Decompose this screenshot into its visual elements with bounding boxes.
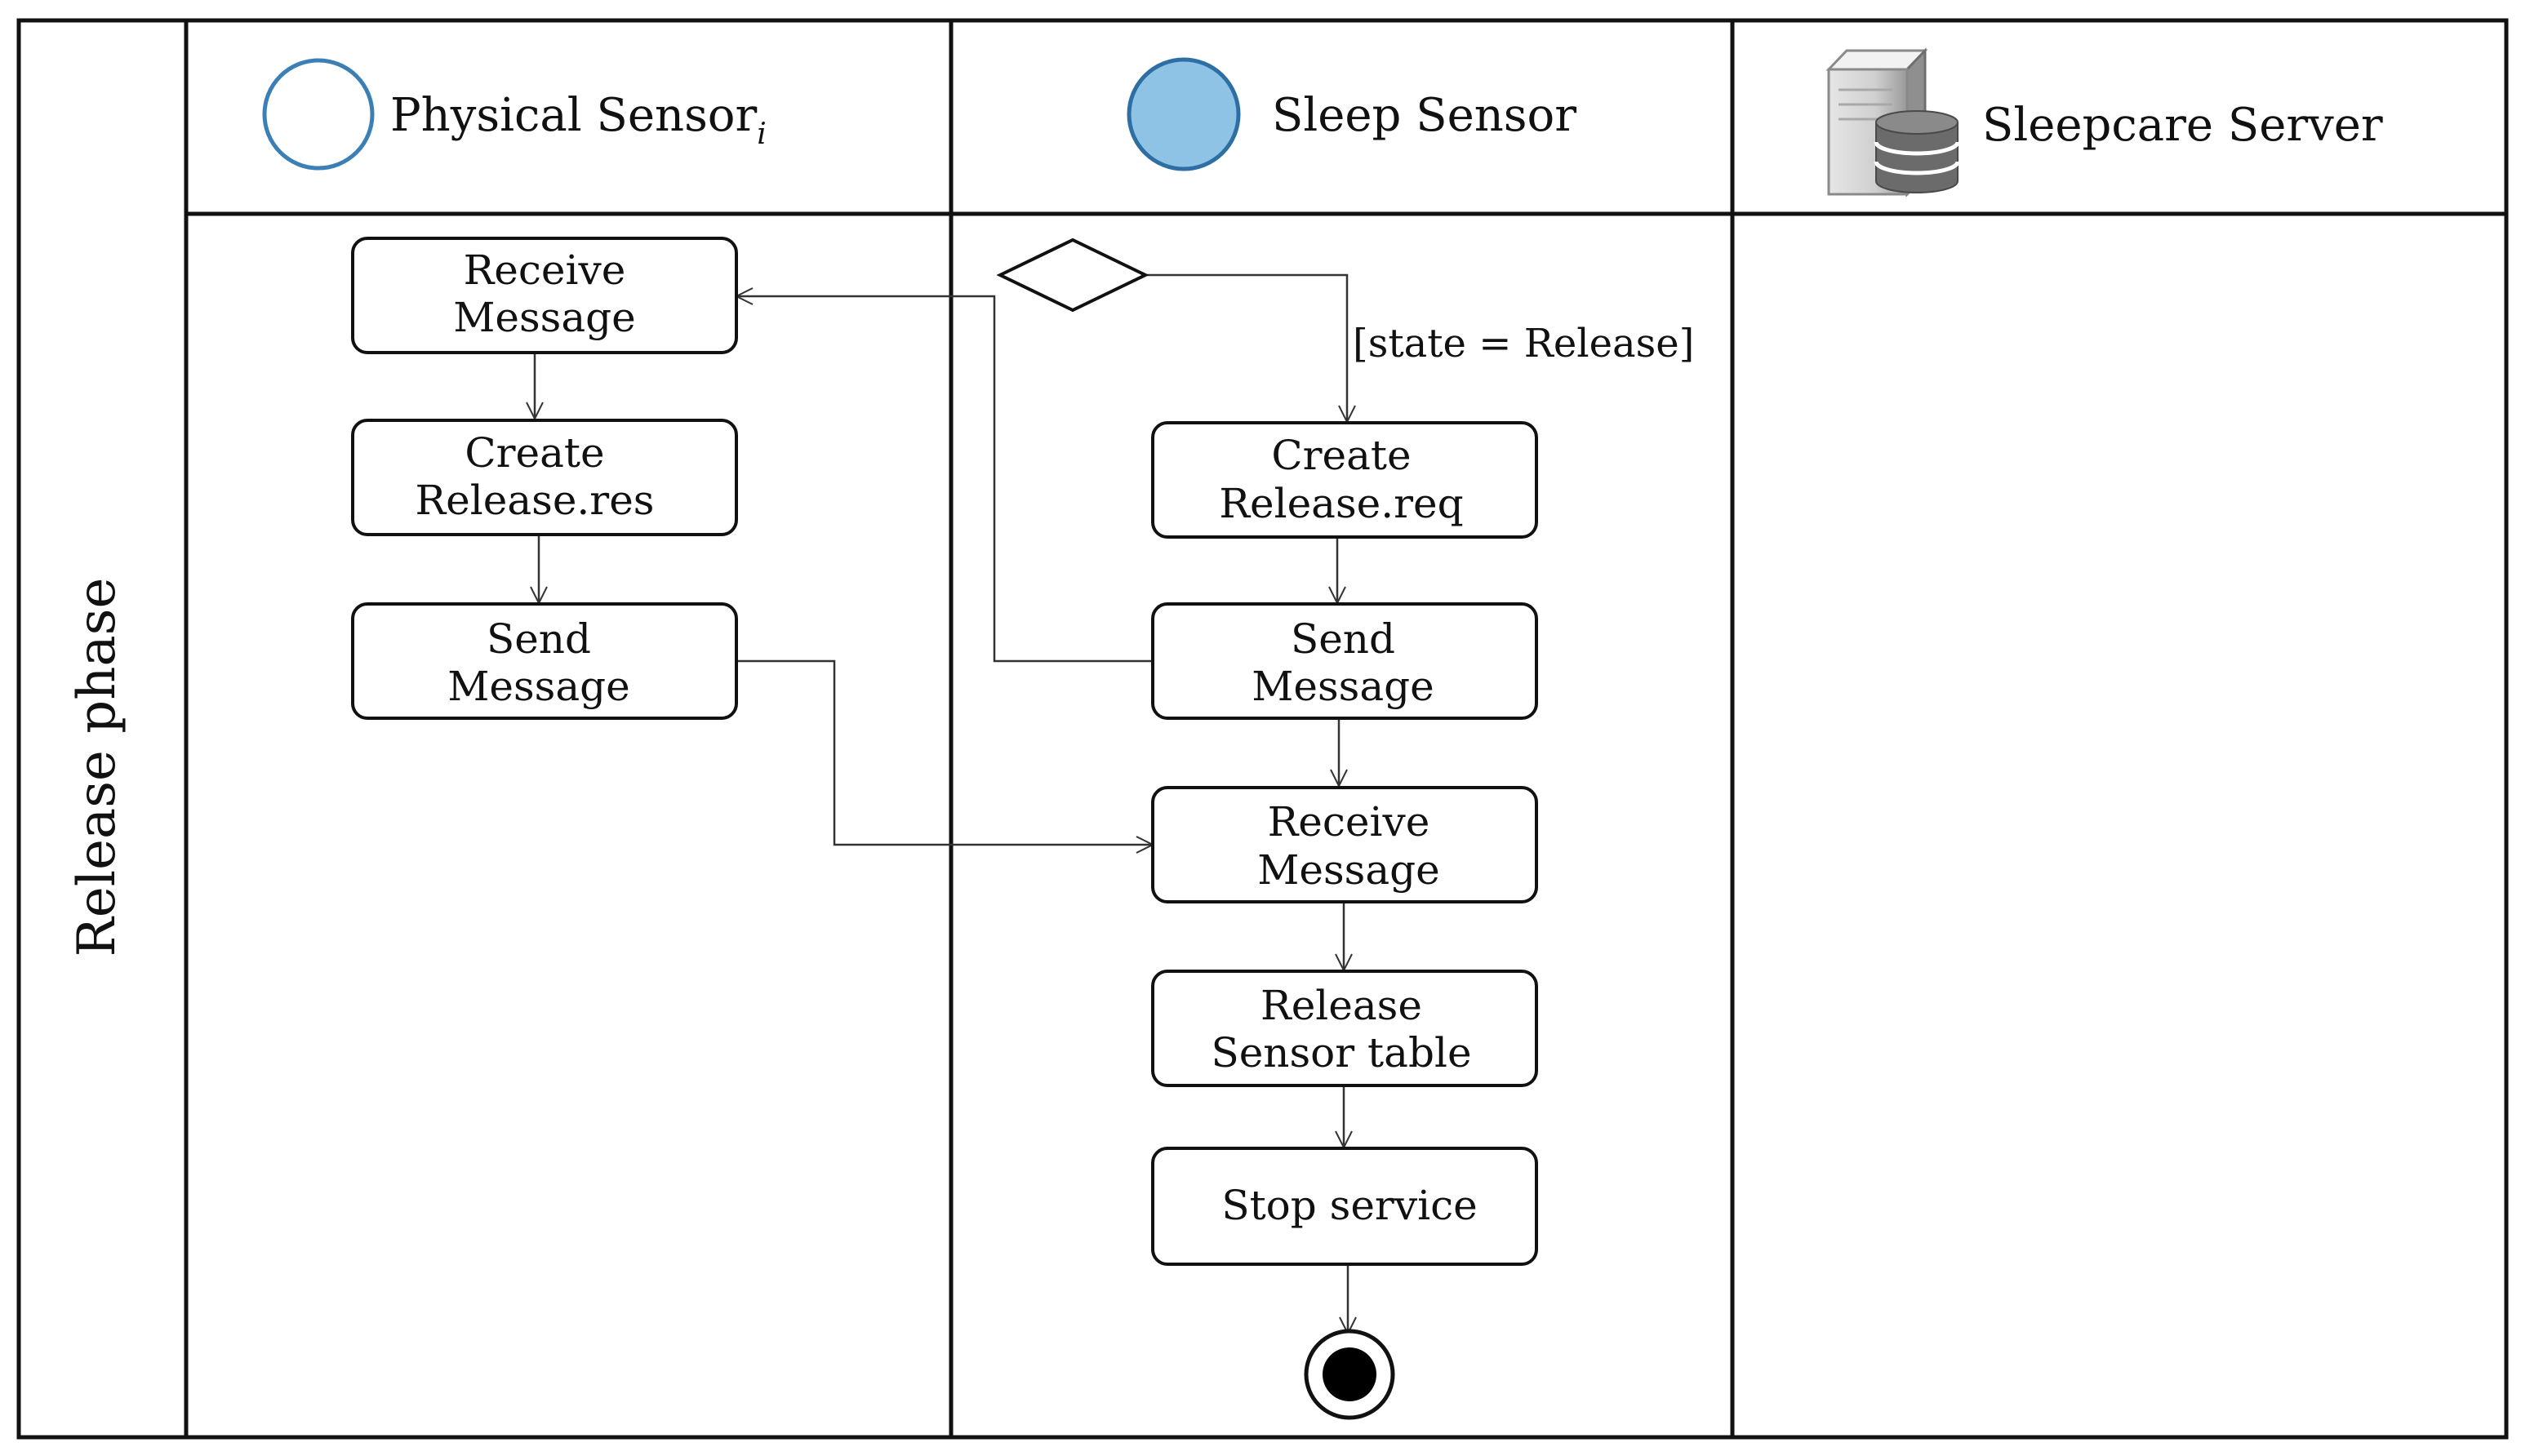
flow-decision-to-create-request [1145,273,1347,422]
action-ss-create-release-req: Create Release.req [1151,421,1538,539]
action-ss-stop-line1: Stop service [1221,1182,1477,1229]
action-ps-send-message: Send Message [351,602,738,720]
action-ps-receive-message: Receive Message [351,237,738,354]
final-node-icon [1304,1329,1395,1420]
lane-title-physical-sensor: Physical Sensori [390,89,767,151]
action-ss-send-message: Send Message [1151,602,1538,720]
action-ss-stop-service: Stop service [1151,1147,1538,1266]
flow-send-response-to-receive [736,659,1153,845]
action-ss-create-line2: Release.req [1219,480,1463,527]
action-ps-send-line2: Message [447,663,630,710]
flow-send-request-to-receive [736,296,1153,663]
filled-circle-icon [1127,57,1241,171]
action-ss-release-line2: Sensor table [1211,1029,1471,1076]
action-ss-receive-message: Receive Message [1151,786,1538,903]
lane-title-sleepcare-server: Sleepcare Server [1982,99,2383,152]
action-ps-create-release-res: Create Release.res [351,419,738,536]
action-ps-receive-line1: Receive [464,246,626,294]
lane-header-physical-sensor: Physical Sensori [262,58,767,171]
action-ss-receive-line1: Receive [1268,798,1430,846]
swimlane-frame [16,18,2509,1440]
action-ss-release-sensor-table: Release Sensor table [1151,970,1538,1087]
phase-label: Release phase [67,578,127,957]
lane-title-sleep-sensor: Sleep Sensor [1272,89,1576,142]
server-database-icon [1825,47,1960,198]
action-ps-receive-line2: Message [453,294,636,341]
action-ss-receive-line2: Message [1257,846,1440,894]
hollow-circle-icon [262,58,375,171]
flow-connectors [535,273,1348,1334]
action-ps-create-line1: Create [465,429,604,477]
action-ps-create-line2: Release.res [416,477,655,524]
decision-diamond-icon [996,237,1149,313]
lane-header-sleepcare-server: Sleepcare Server [1825,47,2383,198]
guard-state-release: [state = Release] [1353,321,1694,366]
frame-outer-border [16,18,2509,1440]
lane-header-sleep-sensor: Sleep Sensor [1127,57,1576,171]
action-ss-release-line1: Release [1260,982,1422,1029]
lane-title-physical-sensor-text: Physical Sensor [390,89,758,142]
lane-title-physical-sensor-subscript: i [757,118,767,151]
action-ps-send-line1: Send [487,615,591,663]
action-ss-create-line1: Create [1271,432,1411,479]
action-ss-send-line2: Message [1252,663,1434,710]
action-ss-send-line1: Send [1291,615,1395,663]
